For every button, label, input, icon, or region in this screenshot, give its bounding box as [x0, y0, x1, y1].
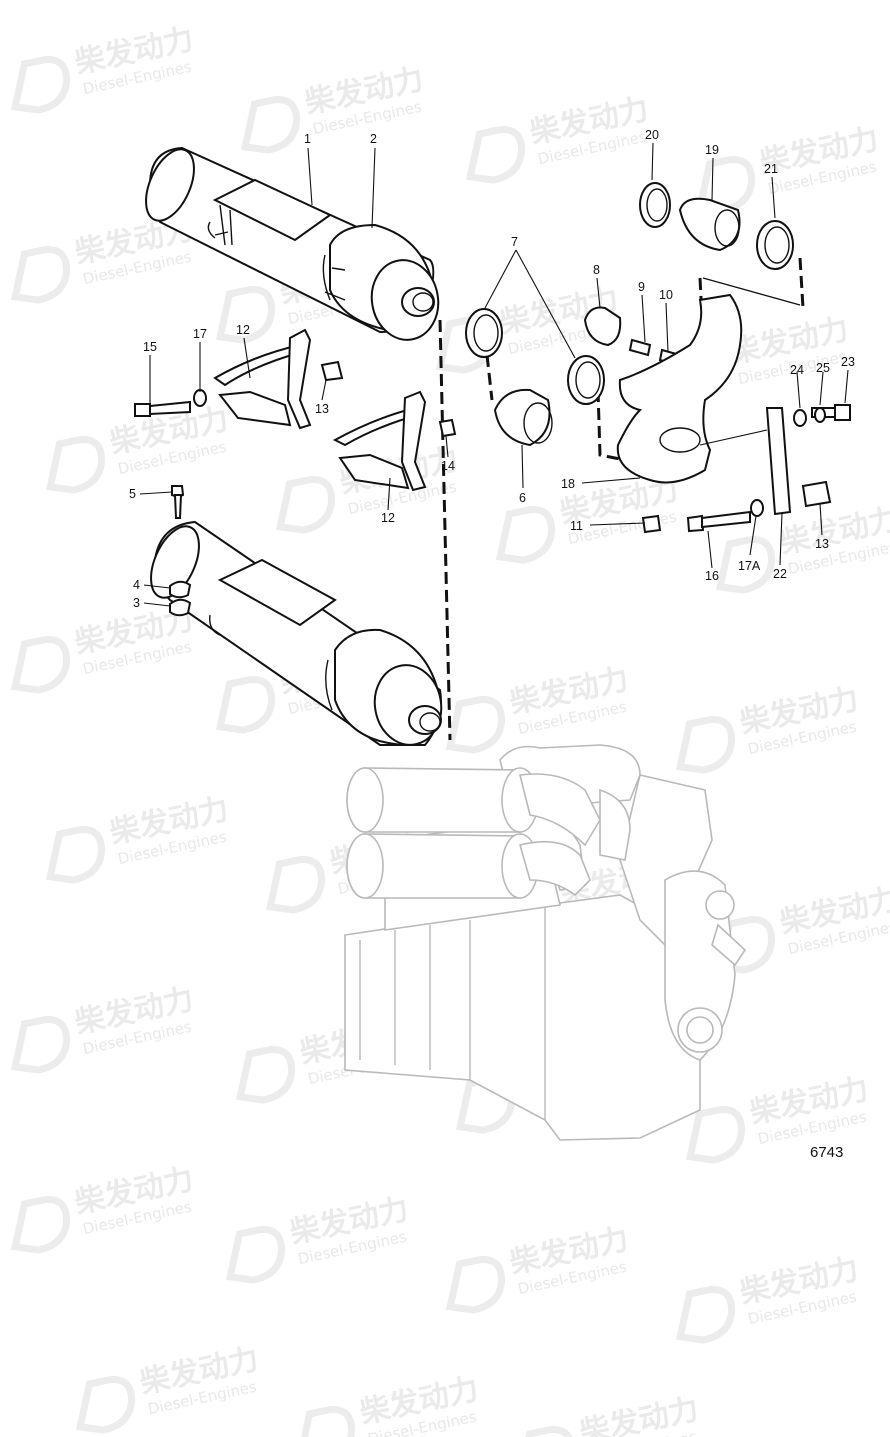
callout-22: 22	[773, 567, 787, 581]
small-hardware	[134, 182, 851, 534]
callout-1: 1	[304, 132, 311, 146]
callout-6: 6	[519, 491, 526, 505]
watermark-logo-icon	[675, 716, 736, 774]
watermark-logo-icon	[10, 246, 71, 304]
callout-23: 23	[841, 355, 855, 369]
watermark-logo-icon	[10, 636, 71, 694]
watermark-logo-icon	[45, 436, 106, 494]
callout-5: 5	[129, 487, 136, 501]
watermark-logo-icon	[45, 826, 106, 884]
watermark-logo-icon	[265, 856, 326, 914]
watermark-logo-icon	[295, 1406, 356, 1437]
callout-7: 7	[511, 235, 518, 249]
callout-21: 21	[764, 162, 778, 176]
callout-4: 4	[133, 578, 140, 592]
watermark-logo-icon	[235, 1046, 296, 1104]
callout-9: 9	[638, 280, 645, 294]
assembly-path-lines	[438, 257, 805, 741]
lower-silencer	[150, 485, 443, 747]
callout-15: 15	[143, 340, 157, 354]
callout-11: 11	[570, 519, 583, 533]
callout-13-right: 13	[815, 537, 829, 551]
callout-16: 16	[705, 569, 719, 583]
callout-24: 24	[790, 363, 804, 377]
watermark-logo-icon	[675, 1286, 736, 1344]
callout-8: 8	[593, 263, 600, 277]
watermark-logo-icon	[10, 1196, 71, 1254]
upper-silencer	[145, 146, 440, 341]
callout-17: 17	[193, 327, 207, 341]
callout-14: 14	[441, 459, 455, 473]
watermark-logo-icon	[495, 506, 556, 564]
watermark-logo-icon	[215, 286, 276, 344]
callout-25: 25	[816, 361, 830, 375]
figure-number: 6743	[810, 1144, 843, 1161]
callout-19: 19	[705, 143, 719, 157]
callout-18: 18	[561, 477, 575, 491]
callout-13-left: 13	[315, 402, 329, 416]
watermark-logo-icon	[10, 1016, 71, 1074]
callout-12-lower: 12	[381, 511, 395, 525]
watermark-logo-icon	[10, 56, 71, 114]
watermark-logo-icon	[445, 1256, 506, 1314]
callout-3: 3	[133, 596, 140, 610]
watermark-logo-icon	[215, 676, 276, 734]
watermark-logo-icon	[240, 96, 301, 154]
watermark-logo-icon	[75, 1376, 136, 1434]
watermark-logo-icon	[445, 696, 506, 754]
callout-10: 10	[659, 288, 673, 302]
watermark-logo-icon	[695, 156, 756, 214]
callout-labels: 1 2 3 4 5 6 7 8 9 10 11 12 12 13 13 14 1…	[129, 128, 855, 610]
watermark-logo-icon	[715, 536, 776, 594]
watermark-logo-icon	[275, 476, 336, 534]
callout-12-upper: 12	[236, 323, 250, 337]
callout-17a: 17A	[738, 559, 761, 573]
watermark-logo-icon	[685, 1106, 746, 1164]
watermark-logo-icon	[465, 126, 526, 184]
watermark-logo-icon	[225, 1226, 286, 1284]
watermark-logo-icon	[515, 1426, 576, 1437]
callout-20: 20	[645, 128, 659, 142]
silencer-brackets	[213, 328, 427, 492]
engine-block-illustration	[344, 744, 747, 1141]
callout-2: 2	[370, 132, 377, 146]
callout-leaders	[139, 142, 849, 607]
watermark-logo-icon	[715, 916, 776, 974]
